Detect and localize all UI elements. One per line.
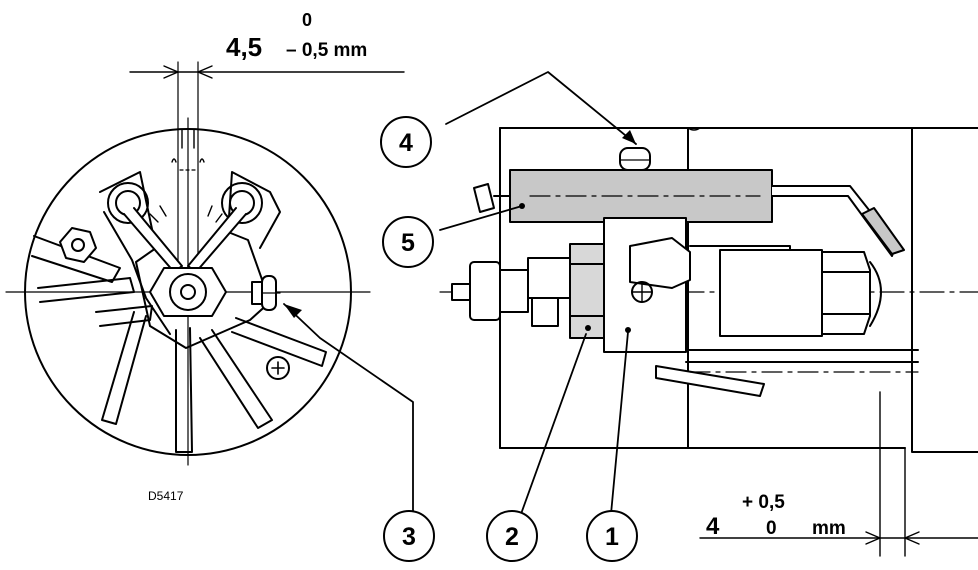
front-view [5, 61, 371, 466]
tube-body [719, 249, 823, 337]
callout-4-circle [380, 116, 432, 168]
burner-tube [499, 127, 978, 449]
callout-5-label: 5 [401, 229, 415, 257]
callout-1-circle [586, 510, 638, 562]
dimension-bottom-value: 4 [706, 513, 720, 540]
nozzle-nut [569, 243, 605, 339]
callout-4-label: 4 [399, 129, 413, 157]
nozzle-hex [149, 267, 227, 317]
dimension-bottom-unit: mm [812, 518, 846, 539]
dimension-top-lines [129, 65, 405, 79]
callout-2-circle [486, 510, 538, 562]
callout-3-circle [383, 510, 435, 562]
side-view [439, 127, 978, 453]
dimension-top-upper-tolerance: 0 [302, 10, 312, 30]
callout-2-label: 2 [505, 523, 519, 551]
callout-1-label: 1 [605, 523, 619, 551]
dimension-bottom-upper-tolerance: + 0,5 [742, 492, 785, 513]
hex-nut-left [59, 227, 97, 263]
fan-blade [231, 317, 327, 367]
fan-blade [101, 311, 147, 425]
leader-lines [283, 71, 637, 515]
dimension-top-lower-tolerance: – 0,5 mm [286, 40, 367, 61]
figure-code: D5417 [148, 489, 184, 503]
callout-5-circle [382, 216, 434, 268]
left-electrode-ring-outer [107, 182, 149, 224]
fan-blade [175, 327, 193, 453]
tube-nut [821, 251, 871, 335]
fan-blade [95, 305, 153, 327]
dimension-bottom-lower-tolerance: 0 [766, 518, 777, 539]
top-screw [619, 147, 651, 171]
right-electrode-ring-outer [221, 182, 263, 224]
dimension-bottom-lines [699, 391, 978, 557]
electrode-holder [99, 171, 281, 349]
screw-head [266, 356, 290, 380]
dimension-top-value: 4,5 [226, 32, 262, 62]
fan-blade [37, 277, 135, 303]
screw [251, 281, 263, 305]
fan-blade [199, 329, 273, 429]
callout-3-label: 3 [402, 523, 416, 551]
